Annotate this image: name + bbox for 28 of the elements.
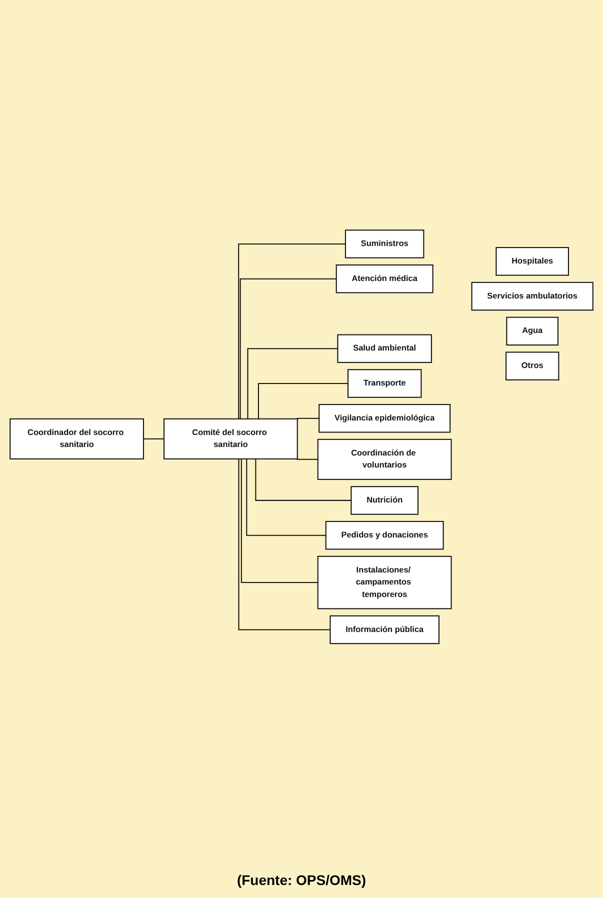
- node-box: Salud ambiental: [337, 334, 432, 364]
- source-caption: (Fuente: OPS/OMS): [236, 872, 366, 888]
- connector: [240, 278, 336, 420]
- connector: [238, 244, 346, 420]
- connector: [238, 459, 330, 630]
- node-box: Suministros: [344, 230, 424, 258]
- node-box: Agua: [506, 316, 558, 346]
- node-box: Vigilancia epidemiológica: [318, 404, 451, 433]
- node-box: Otros: [506, 352, 560, 381]
- node-box: Instalaciones/ campamentos temporeros: [317, 556, 452, 610]
- connector: [258, 383, 348, 420]
- node-box: Información pública: [330, 616, 440, 644]
- node-box: Hospitales: [496, 247, 569, 276]
- node-box: Atención médica: [336, 264, 434, 294]
- connector: [296, 418, 320, 422]
- connector: [142, 438, 164, 440]
- node-box: Transporte: [347, 369, 422, 398]
- connector: [246, 459, 326, 536]
- connector: [240, 459, 318, 584]
- connector: [255, 459, 352, 502]
- node-box: Pedidos y donaciones: [325, 521, 444, 550]
- node-box: Coordinación de voluntarios: [317, 439, 452, 480]
- connector: [247, 348, 338, 420]
- node-box: Servicios ambulatorios: [471, 282, 594, 311]
- connector: [296, 456, 318, 460]
- node-box: Coordinador del socorro sanitario: [10, 418, 144, 460]
- node-box: Nutrición: [350, 486, 418, 515]
- node-box: Comité del socorro sanitario: [164, 418, 298, 460]
